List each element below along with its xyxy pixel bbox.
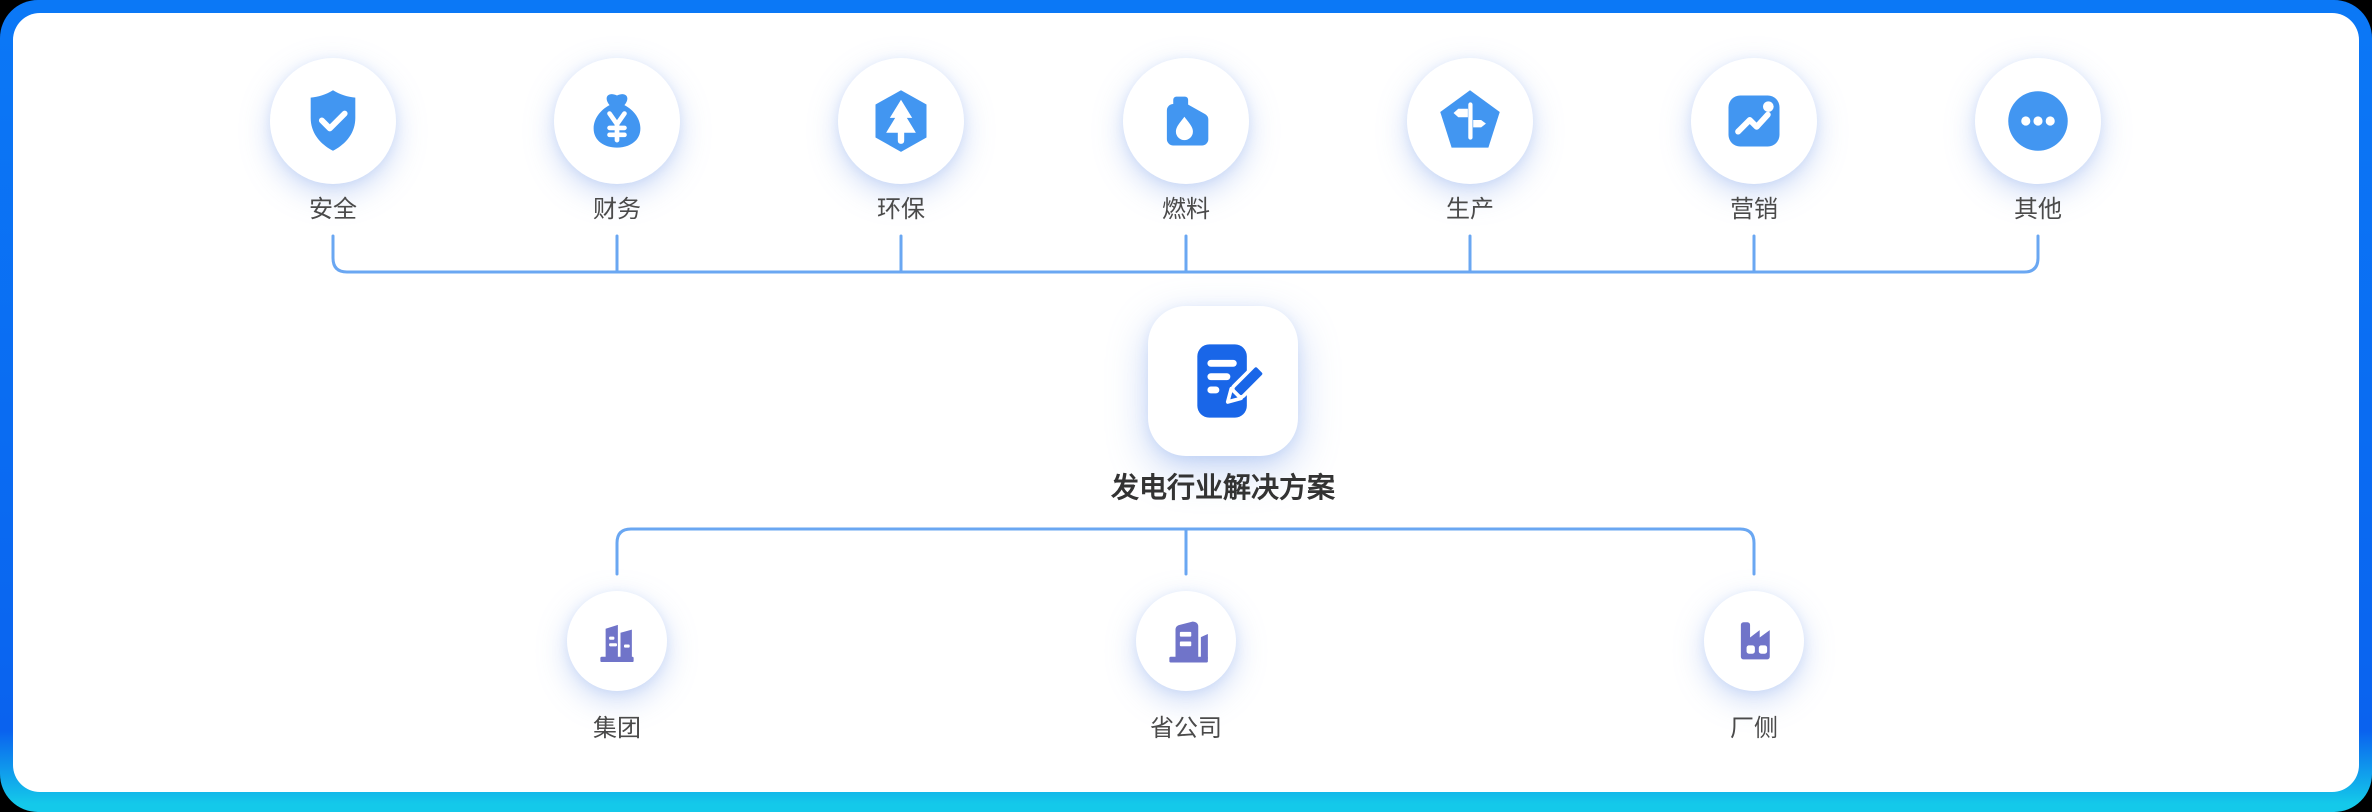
top-node-safety: 安全 [270, 58, 396, 224]
top-node-environment: 环保 [838, 58, 964, 224]
document-edit-icon [1197, 344, 1266, 418]
plant-side-icon-badge [1704, 591, 1804, 691]
other-icon-badge [1975, 58, 2101, 184]
center-node-label: 发电行业解决方案 [1111, 472, 1336, 503]
production-icon-badge [1407, 58, 1533, 184]
tree-hexagon-icon [875, 90, 927, 152]
solution-icon-badge [1148, 306, 1298, 456]
node-label: 其他 [2014, 196, 2062, 223]
money-bag-icon [593, 94, 641, 148]
top-bracket-line [331, 234, 2040, 274]
node-label: 省公司 [1150, 715, 1222, 742]
office-building-icon [1169, 621, 1208, 663]
top-node-production: 生产 [1407, 58, 1533, 224]
center-node-solution: 发电行业解决方案 [1111, 306, 1335, 504]
oil-can-icon [1166, 96, 1209, 146]
bottom-node-plant-side: 厂侧 [1704, 591, 1804, 743]
bottom-node-provincial-company: 省公司 [1136, 591, 1236, 743]
top-node-fuel: 燃料 [1123, 58, 1249, 224]
factory-icon [1740, 622, 1770, 660]
node-label: 营销 [1730, 196, 1778, 223]
group-icon-badge [567, 591, 667, 691]
bottom-bracket-line [615, 527, 1756, 576]
fuel-icon-badge [1123, 58, 1249, 184]
finance-icon-badge [554, 58, 680, 184]
group-buildings-icon [600, 624, 634, 662]
ellipsis-icon [2008, 91, 2068, 151]
top-node-other: 其他 [1975, 58, 2101, 224]
provincial-company-icon-badge [1136, 591, 1236, 691]
node-label: 燃料 [1162, 196, 1210, 223]
trend-chart-icon [1728, 95, 1780, 147]
environment-icon-badge [838, 58, 964, 184]
node-label: 厂侧 [1730, 715, 1778, 742]
safety-icon-badge [270, 58, 396, 184]
node-label: 安全 [309, 196, 357, 223]
shield-check-icon [310, 90, 356, 151]
bottom-node-group: 集团 [567, 591, 667, 743]
signpost-pentagon-icon [1440, 90, 1500, 148]
marketing-icon-badge [1691, 58, 1817, 184]
node-label: 财务 [593, 196, 641, 223]
node-label: 环保 [877, 196, 925, 223]
top-node-marketing: 营销 [1691, 58, 1817, 224]
top-node-finance: 财务 [554, 58, 680, 224]
node-label: 生产 [1446, 196, 1494, 223]
node-label: 集团 [593, 715, 641, 742]
